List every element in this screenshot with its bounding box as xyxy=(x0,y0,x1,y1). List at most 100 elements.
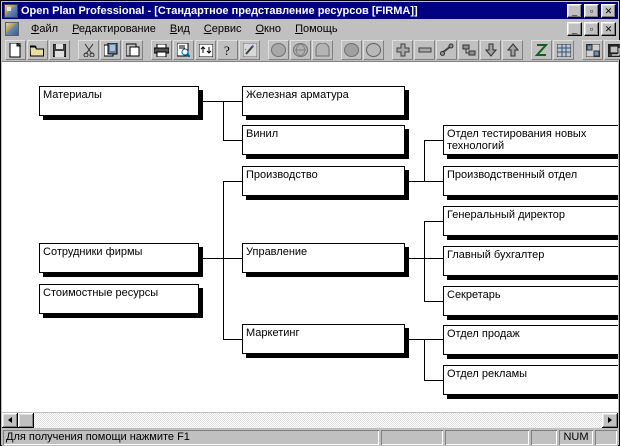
node-cost-resources-label: Стоимостные ресурсы xyxy=(43,287,159,299)
restore-button[interactable]: ▫ xyxy=(584,3,599,18)
menu-file[interactable]: Файл xyxy=(24,22,65,36)
scroll-right-arrow-icon[interactable] xyxy=(602,412,618,428)
minimize-button[interactable]: _ xyxy=(567,3,582,18)
node-marketing-label: Маркетинг xyxy=(246,327,300,339)
node-ad-dept[interactable]: Отдел рекламы xyxy=(443,365,618,395)
menu-edit[interactable]: Редактирование xyxy=(65,22,163,36)
minus-remove-icon[interactable] xyxy=(414,40,435,60)
node-marketing[interactable]: Маркетинг xyxy=(242,324,405,354)
menu-window-label: кно xyxy=(264,23,282,35)
wizard-icon[interactable] xyxy=(239,40,260,60)
menu-file-label: айл xyxy=(39,23,59,35)
link-icon[interactable] xyxy=(436,40,457,60)
document-icon[interactable] xyxy=(5,22,19,36)
menu-edit-label: едактирование xyxy=(78,23,156,35)
menu-tools-label: ервис xyxy=(211,23,242,35)
node-vinyl[interactable]: Винил xyxy=(242,125,405,155)
connector-staff-stem xyxy=(203,258,223,259)
ellipse-globe-icon[interactable] xyxy=(290,40,311,60)
node-materials-label: Материалы xyxy=(43,89,102,101)
step-chart-icon[interactable] xyxy=(458,40,479,60)
copy-icon[interactable] xyxy=(100,40,121,60)
connector-materials-to-iron xyxy=(223,101,242,102)
connector-staff-bus xyxy=(223,181,224,340)
node-chief-accountant-label: Главный бухгалтер xyxy=(447,249,545,261)
paste-icon[interactable] xyxy=(122,40,143,60)
node-new-tech-testing-label: Отдел тестирования новых технологий xyxy=(447,128,587,152)
arrow-down-icon[interactable] xyxy=(480,40,501,60)
connector-production-to-testing xyxy=(424,140,443,141)
connector-marketing-to-ads xyxy=(424,380,443,381)
close-button[interactable]: ✕ xyxy=(601,3,616,18)
scroll-left-arrow-icon[interactable] xyxy=(2,412,18,428)
node-production[interactable]: Производство xyxy=(242,166,405,196)
diagram-canvas[interactable]: Материалы Сотрудники фирмы Стоимостные р… xyxy=(2,62,618,412)
connector-production-bus xyxy=(424,140,425,181)
node-production-label: Производство xyxy=(246,169,318,181)
ellipse-gray-icon[interactable] xyxy=(268,40,289,60)
mdi-minimize-button[interactable]: _ xyxy=(567,22,582,36)
connector-management-to-director xyxy=(424,221,443,222)
rounded-shape-icon[interactable] xyxy=(312,40,333,60)
connector-materials-bus xyxy=(223,101,224,141)
menu-tools[interactable]: Сервис xyxy=(197,22,249,36)
title-bar[interactable]: Open Plan Professional - [Стандартное пр… xyxy=(2,2,618,19)
horizontal-scrollbar[interactable] xyxy=(2,412,618,428)
node-management-label: Управление xyxy=(246,246,308,258)
open-folder-icon[interactable] xyxy=(27,40,48,60)
help-question-icon[interactable]: ? xyxy=(217,40,238,60)
connector-production-stem xyxy=(409,181,424,182)
circle-outline-icon[interactable] xyxy=(363,40,384,60)
sort-icon[interactable] xyxy=(195,40,216,60)
zigzag-icon[interactable] xyxy=(531,40,552,60)
mdi-window-controls: _ ▫ ✕ xyxy=(567,22,616,36)
menu-view[interactable]: Вид xyxy=(163,22,197,36)
arrow-up-icon[interactable] xyxy=(502,40,523,60)
print-icon[interactable] xyxy=(151,40,172,60)
node-staff[interactable]: Сотрудники фирмы xyxy=(39,243,199,273)
connector-marketing-to-sales xyxy=(424,339,443,340)
node-secretary[interactable]: Секретарь xyxy=(443,286,618,316)
node-management[interactable]: Управление xyxy=(242,243,405,273)
status-message: Для получения помощи нажмите F1 xyxy=(3,430,379,445)
menu-file-mnemonic: Ф xyxy=(31,23,40,35)
node-chief-accountant[interactable]: Главный бухгалтер xyxy=(443,246,618,276)
status-panel-d xyxy=(595,430,617,445)
connector-materials-to-vinyl xyxy=(223,140,242,141)
scrollbar-thumb[interactable] xyxy=(18,412,34,428)
node-sales-dept-label: Отдел продаж xyxy=(447,328,520,340)
new-file-icon[interactable] xyxy=(5,40,26,60)
menu-help[interactable]: Помощь xyxy=(288,22,345,36)
connector-materials-stem xyxy=(203,101,223,102)
menu-edit-mnemonic: Р xyxy=(72,23,79,35)
mdi-close-button[interactable]: ✕ xyxy=(601,22,616,36)
open-plan-icon[interactable] xyxy=(4,3,18,18)
cut-scissors-icon[interactable] xyxy=(78,40,99,60)
node-new-tech-testing[interactable]: Отдел тестирования новых технологий xyxy=(443,125,618,155)
node-general-director[interactable]: Генеральный директор xyxy=(443,206,618,236)
scrollbar-track[interactable] xyxy=(18,412,602,428)
mdi-restore-button[interactable]: ▫ xyxy=(584,22,599,36)
node-production-dept[interactable]: Производственный отдел xyxy=(443,166,618,196)
node-cost-resources[interactable]: Стоимостные ресурсы xyxy=(39,284,199,314)
grid-table-icon[interactable] xyxy=(553,40,574,60)
node-sales-dept[interactable]: Отдел продаж xyxy=(443,325,618,355)
resize-window-icon[interactable] xyxy=(604,40,620,60)
window-title: Open Plan Professional - [Стандартное пр… xyxy=(21,4,418,17)
menu-view-label: ид xyxy=(177,23,190,35)
plus-add-icon[interactable] xyxy=(392,40,413,60)
node-materials[interactable]: Материалы xyxy=(39,86,199,116)
node-secretary-label: Секретарь xyxy=(447,289,501,301)
print-preview-icon[interactable] xyxy=(173,40,194,60)
circle-filled-icon[interactable] xyxy=(341,40,362,60)
save-disk-icon[interactable] xyxy=(49,40,70,60)
node-iron-fittings[interactable]: Железная арматура xyxy=(242,86,405,116)
menu-tools-mnemonic: С xyxy=(203,23,212,35)
status-panel-b xyxy=(445,430,529,445)
connector-management-bus xyxy=(424,221,425,301)
menu-window[interactable]: Окно xyxy=(248,22,288,36)
layout-icon[interactable] xyxy=(582,40,603,60)
connector-marketing-stem xyxy=(409,339,424,340)
window-controls: _ ▫ ✕ xyxy=(567,3,616,18)
